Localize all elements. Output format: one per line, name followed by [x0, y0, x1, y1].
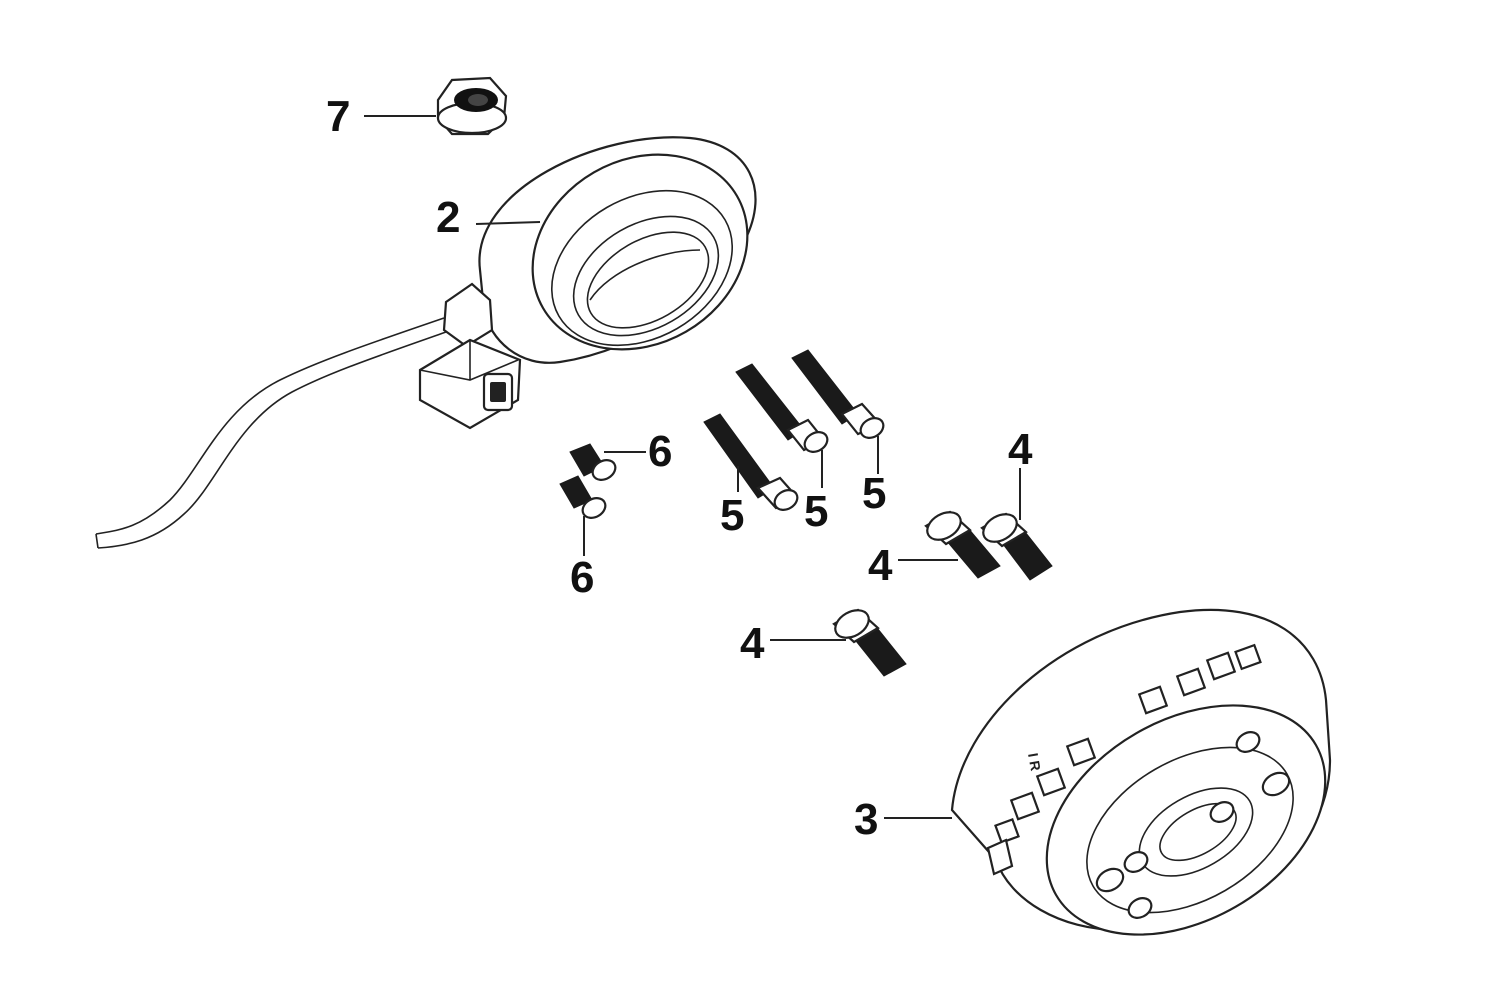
callout-6-lower: 6	[570, 553, 594, 602]
short-bolt-b[interactable]	[978, 509, 1053, 581]
flywheel-rotor-part[interactable]: I R	[950, 608, 1366, 982]
stator-coil-part[interactable]	[95, 116, 783, 549]
callout-2: 2	[436, 193, 460, 242]
callout-4-lower: 4	[740, 619, 765, 668]
callout-3: 3	[854, 795, 878, 844]
callout-4-middle: 4	[868, 541, 893, 590]
short-bolt-a[interactable]	[922, 507, 1001, 579]
long-bolt-middle[interactable]	[735, 363, 831, 456]
small-screw-upper[interactable]	[569, 443, 619, 484]
small-screw-lower[interactable]	[559, 475, 609, 522]
callout-5-middle: 5	[804, 487, 828, 536]
flange-nut-part[interactable]	[436, 76, 508, 136]
leader-line-2	[475, 221, 541, 225]
rotor-stamp-mark: I R	[1025, 752, 1044, 772]
callout-7: 7	[326, 92, 350, 141]
short-bolt-c[interactable]	[830, 605, 907, 677]
callout-5-right: 5	[862, 469, 886, 518]
long-bolt-right[interactable]	[791, 349, 887, 442]
callout-6-upper: 6	[648, 427, 672, 476]
long-bolt-left[interactable]	[703, 413, 801, 514]
callout-5-left: 5	[720, 491, 744, 540]
callout-4-top: 4	[1008, 425, 1033, 474]
